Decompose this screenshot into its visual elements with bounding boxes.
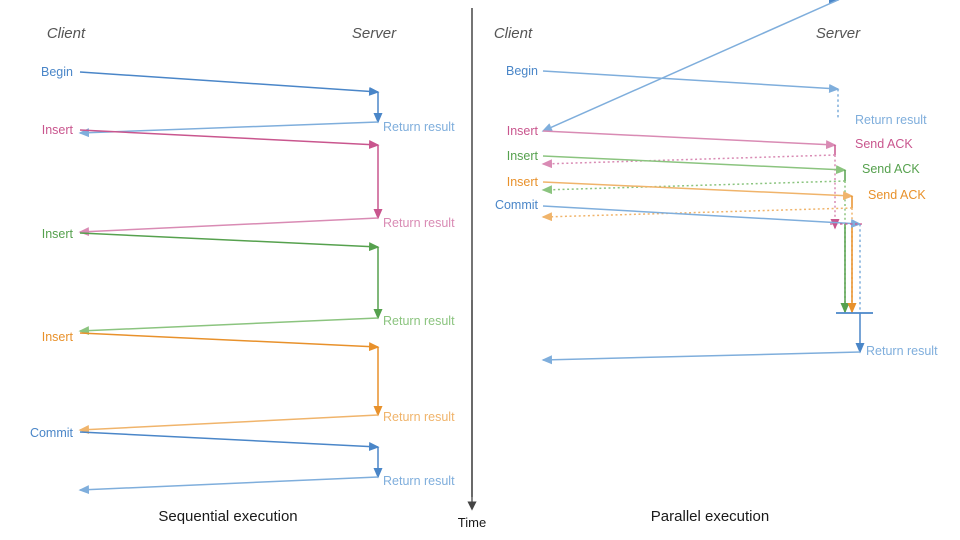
response-arrow-insert-3 — [78, 414, 379, 435]
ack-label-insert-1: Send ACK — [855, 137, 913, 151]
message-label-commit: Commit — [30, 426, 74, 440]
message-label-insert-1: Insert — [507, 124, 539, 138]
lane-header-server: Server — [816, 25, 861, 42]
request-arrow-insert-2 — [542, 155, 847, 175]
response-label-commit: Return result — [383, 474, 455, 488]
panel-caption-parallel: Parallel execution — [651, 508, 769, 525]
request-arrow-commit — [542, 205, 862, 228]
request-arrow-insert-2 — [79, 232, 380, 252]
response-arrow-commit — [541, 351, 861, 365]
request-arrow-insert-1 — [79, 129, 380, 150]
response-arrow-commit — [78, 476, 379, 495]
time-axis: Time — [458, 300, 486, 530]
request-arrow-insert-3 — [542, 181, 854, 201]
response-label-begin: Return result — [383, 120, 455, 134]
message-label-insert-3: Insert — [507, 175, 539, 189]
message-label-commit: Commit — [495, 198, 539, 212]
message-label-begin: Begin — [506, 64, 538, 78]
response-arrow-insert-2 — [78, 317, 379, 336]
lane-header-server: Server — [352, 25, 397, 42]
lane-header-client: Client — [47, 25, 86, 42]
response-label-insert-3: Return result — [383, 410, 455, 424]
request-arrow-insert-3 — [79, 332, 380, 352]
message-label-insert-3: Insert — [42, 330, 74, 344]
response-label-commit: Return result — [866, 344, 938, 358]
panel-caption-sequential: Sequential execution — [158, 508, 297, 525]
lane-header-client: Client — [494, 25, 533, 42]
time-axis-label: Time — [458, 515, 486, 530]
response-arrow-commit — [541, 0, 839, 132]
message-label-insert-2: Insert — [42, 227, 74, 241]
response-label-insert-1: Return result — [383, 216, 455, 230]
ack-label-insert-3: Send ACK — [868, 188, 926, 202]
request-arrow-insert-1 — [542, 130, 837, 150]
response-arrow-insert-1 — [78, 217, 379, 237]
ack-label-insert-2: Send ACK — [862, 162, 920, 176]
request-arrow-begin — [79, 71, 380, 96]
message-label-begin: Begin — [41, 65, 73, 79]
request-arrow-begin — [542, 70, 840, 93]
response-label-commit: Return result — [855, 113, 927, 127]
request-arrow-commit — [79, 431, 380, 452]
ack-arrow-insert-3 — [541, 207, 853, 222]
response-arrow-begin — [78, 121, 379, 138]
message-label-insert-2: Insert — [507, 149, 539, 163]
message-label-insert-1: Insert — [42, 123, 74, 137]
response-label-insert-2: Return result — [383, 314, 455, 328]
